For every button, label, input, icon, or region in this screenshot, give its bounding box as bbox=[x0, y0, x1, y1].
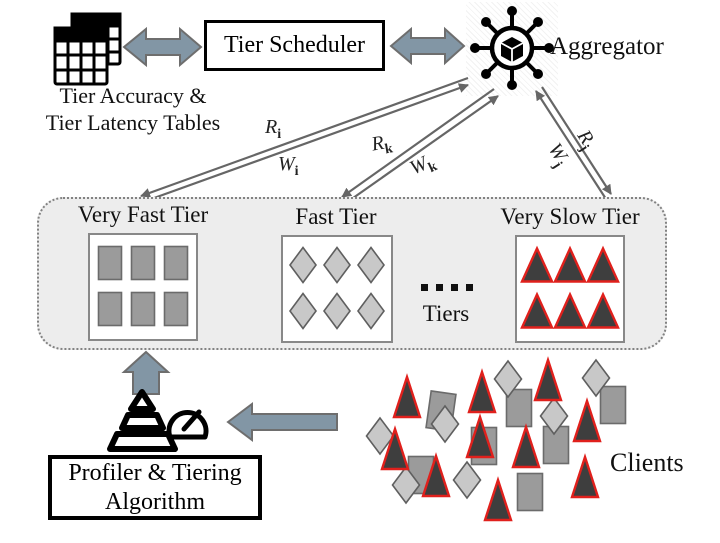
aggregator-icon bbox=[470, 6, 554, 90]
very-fast-tier-label: Very Fast Tier bbox=[77, 202, 209, 227]
link-veryslow-down-arrow bbox=[541, 86, 612, 195]
very-slow-tier-box bbox=[515, 235, 625, 343]
triangle-shape bbox=[520, 291, 554, 329]
tiers-word-label: Tiers bbox=[422, 301, 470, 326]
rect-shape bbox=[516, 472, 544, 512]
cube-icon bbox=[500, 37, 524, 62]
fast-tier-box bbox=[281, 235, 393, 343]
profiler-icon bbox=[107, 389, 209, 452]
square-shape bbox=[97, 245, 123, 281]
diamond-shape bbox=[539, 396, 569, 436]
square-shape bbox=[130, 291, 156, 327]
triangle-shape bbox=[586, 245, 620, 283]
hub-dots bbox=[470, 6, 554, 90]
link-veryslow-up-arrow bbox=[535, 90, 607, 200]
profiler-label-line2: Algorithm bbox=[105, 488, 205, 515]
link-veryfast-down-arrow bbox=[140, 76, 469, 198]
dot bbox=[451, 284, 458, 291]
tables-caption: Tier Accuracy & Tier Latency Tables bbox=[30, 82, 236, 136]
pyramid-icon bbox=[107, 389, 178, 452]
tier-scheduler-label: Tier Scheduler bbox=[223, 32, 366, 58]
profiler-box: Profiler & Tiering Algorithm bbox=[48, 455, 262, 520]
dot bbox=[421, 284, 428, 291]
diamond-shape bbox=[430, 404, 460, 444]
triangle-shape bbox=[570, 453, 600, 499]
aggregator-tier-links bbox=[140, 76, 612, 204]
tables-caption-line1: Tier Accuracy & bbox=[59, 83, 207, 108]
square-shape bbox=[130, 245, 156, 281]
ellipsis-dots bbox=[421, 278, 481, 296]
link-veryfast-up-arrow bbox=[142, 83, 469, 204]
tables-icon bbox=[53, 12, 122, 86]
diamond-shape bbox=[452, 460, 482, 500]
triangle-shape bbox=[467, 368, 497, 414]
diamond-shape bbox=[323, 246, 351, 284]
triangle-shape bbox=[380, 425, 410, 471]
triangle-shape bbox=[533, 356, 563, 402]
diamond-shape bbox=[289, 292, 317, 330]
triangle-shape bbox=[553, 245, 587, 283]
triangle-shape bbox=[392, 373, 422, 419]
diamond-shape bbox=[357, 292, 385, 330]
diamond-shape bbox=[323, 292, 351, 330]
diamond-shape bbox=[391, 465, 421, 505]
dot bbox=[466, 284, 473, 291]
gauge-icon bbox=[166, 409, 209, 440]
triangle-shape bbox=[520, 245, 554, 283]
square-shape bbox=[97, 291, 123, 327]
triangle-shape bbox=[465, 413, 495, 459]
square-shape bbox=[163, 245, 189, 281]
front-table bbox=[53, 26, 109, 86]
diamond-shape bbox=[581, 358, 611, 398]
profiler-label-line1: Profiler & Tiering bbox=[68, 459, 242, 486]
triangle-shape bbox=[586, 291, 620, 329]
rect-shape bbox=[505, 388, 533, 428]
clients-label: Clients bbox=[610, 448, 684, 477]
scheduler-aggregator-arrow bbox=[389, 26, 466, 66]
tables-scheduler-arrow bbox=[122, 26, 203, 68]
tables-caption-line2: Tier Latency Tables bbox=[45, 110, 221, 135]
aggregator-label: Aggregator bbox=[550, 33, 664, 60]
rect-shape bbox=[599, 385, 627, 425]
triangle-shape bbox=[511, 423, 541, 469]
diamond-shape bbox=[289, 246, 317, 284]
square-shape bbox=[163, 291, 189, 327]
diamond-shape bbox=[365, 416, 395, 456]
triangle-shape bbox=[553, 291, 587, 329]
very-slow-tier-label: Very Slow Tier bbox=[500, 204, 640, 229]
very-fast-tier-box bbox=[88, 233, 198, 341]
dot bbox=[436, 284, 443, 291]
link-fast-down-arrow bbox=[341, 88, 495, 198]
edge-label-Wi: Wi bbox=[278, 153, 299, 179]
clients-profiler-arrow bbox=[226, 402, 338, 442]
diamond-shape bbox=[493, 359, 523, 399]
edge-label-Ri: Ri bbox=[265, 116, 282, 142]
triangle-shape bbox=[421, 452, 451, 498]
fast-tier-label: Fast Tier bbox=[295, 204, 377, 229]
triangle-shape bbox=[483, 476, 513, 522]
tier-scheduler-box: Tier Scheduler bbox=[204, 20, 385, 71]
link-fast-up-arrow bbox=[345, 95, 499, 204]
diamond-shape bbox=[357, 246, 385, 284]
triangle-shape bbox=[572, 397, 602, 443]
